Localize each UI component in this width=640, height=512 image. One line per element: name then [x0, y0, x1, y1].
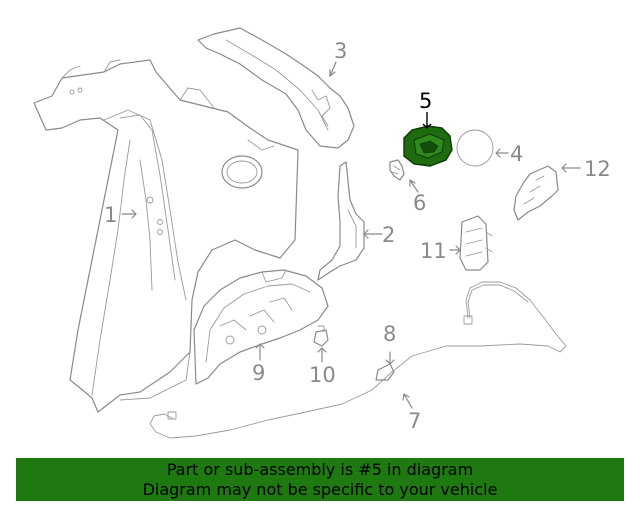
callout-10: 10 — [309, 363, 336, 387]
callout-5-highlighted: 5 — [419, 89, 432, 113]
bracket-part — [317, 161, 365, 281]
leader-lines — [121, 61, 581, 409]
inner-reinforcement-part — [197, 27, 355, 151]
wheelhouse-liner-part — [193, 269, 329, 385]
release-bracket-part — [513, 165, 559, 221]
quarter-panel-part — [33, 59, 299, 413]
banner-line-part: Part or sub-assembly is #5 in diagram — [166, 459, 474, 479]
callout-2: 2 — [382, 223, 395, 247]
banner-line-disclaimer: Diagram may not be specific to your vehi… — [142, 479, 498, 499]
parts-diagram: 1 2 3 4 5 6 7 8 9 10 11 12 — [33, 27, 611, 439]
info-banner: Part or sub-assembly is #5 in diagram Di… — [16, 458, 624, 501]
release-cable-part — [149, 281, 567, 439]
callout-12: 12 — [584, 157, 611, 181]
callout-6: 6 — [413, 191, 426, 215]
clip-part — [313, 325, 329, 347]
filler-housing-part — [403, 125, 453, 167]
callout-11: 11 — [420, 239, 447, 263]
callout-8: 8 — [383, 322, 396, 346]
actuator-part — [459, 215, 493, 271]
callout-7: 7 — [408, 409, 421, 433]
callout-9: 9 — [252, 361, 265, 385]
pad-part — [375, 363, 395, 381]
bolt-part — [389, 159, 405, 181]
cover-ring-part — [456, 129, 494, 167]
callout-1: 1 — [104, 203, 117, 227]
callout-4: 4 — [510, 142, 523, 166]
callout-3: 3 — [334, 39, 347, 63]
